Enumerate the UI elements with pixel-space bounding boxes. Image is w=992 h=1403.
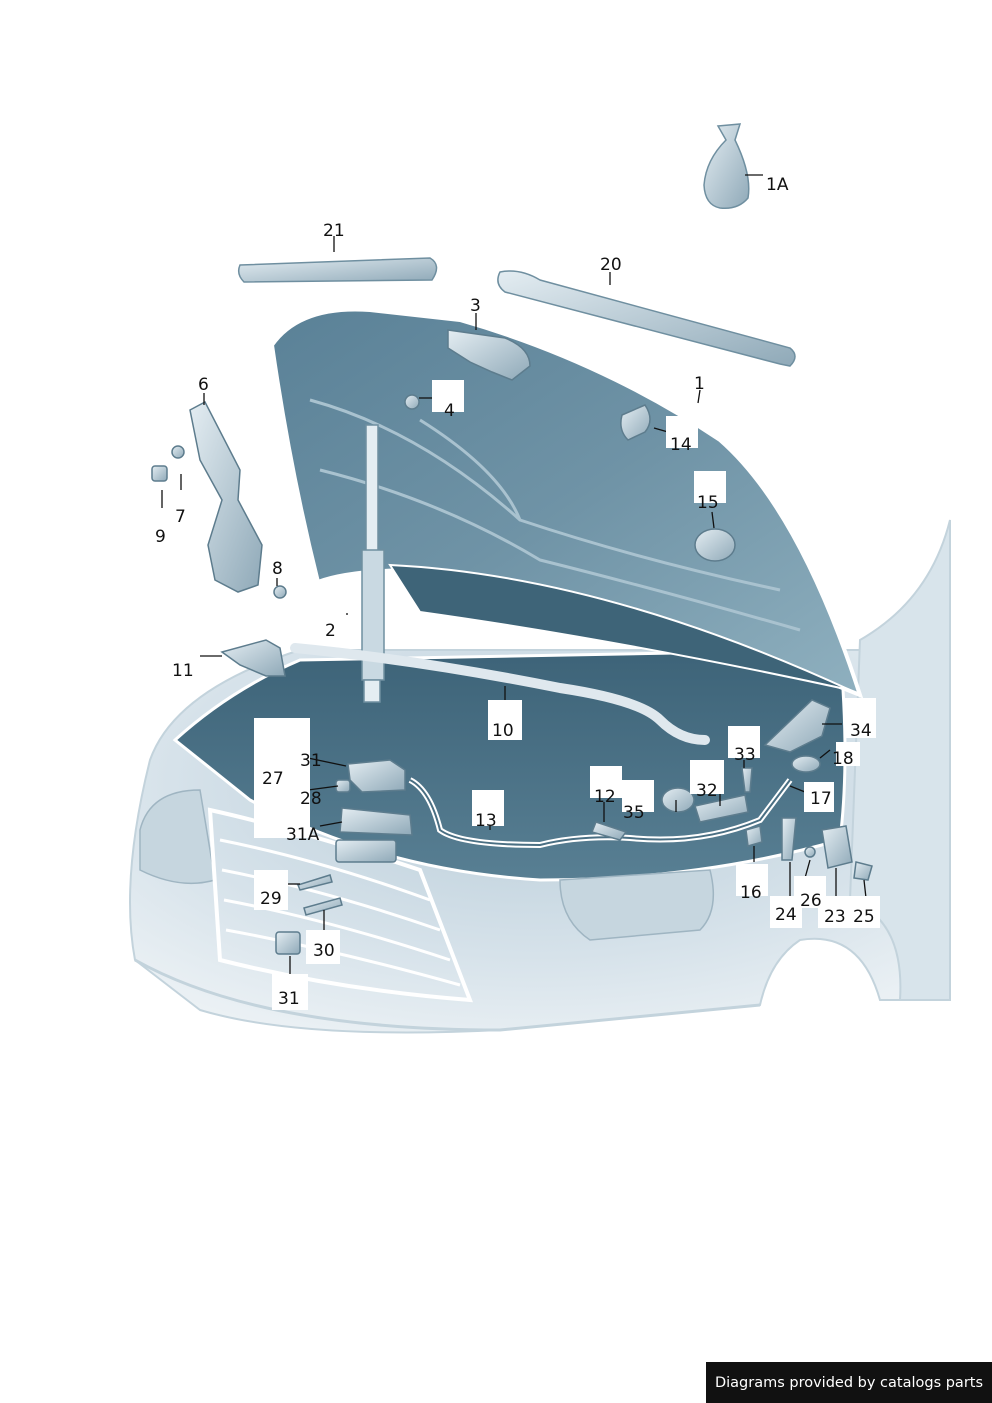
hardware-parts: [151, 329, 873, 955]
bonnet-rib-2: [319, 468, 801, 632]
callout-labels: 1A 21 20 3 1 4 14 6 7 9 15 8 2 11 10 34 …: [155, 175, 875, 1009]
bolt-part-7: [171, 445, 185, 459]
label-21: 21: [323, 221, 345, 241]
bolt-part-29: [297, 874, 333, 891]
label-8: 8: [272, 559, 283, 579]
label-20: 20: [600, 255, 622, 275]
hinge-part: [189, 400, 263, 593]
label-23: 23: [824, 907, 846, 927]
lock-part-31: [347, 759, 406, 793]
label-34: 34: [850, 721, 872, 741]
label-26: 26: [800, 891, 822, 911]
label-9: 9: [155, 527, 166, 547]
rod-part-24: [781, 817, 797, 861]
label-11: 11: [172, 661, 194, 681]
footer-credit: Diagrams provided by catalogs parts: [706, 1362, 992, 1403]
label-7: 7: [175, 507, 186, 527]
bonnet-rib-1: [309, 398, 781, 592]
label-33: 33: [734, 745, 756, 765]
label-16: 16: [740, 883, 762, 903]
bracket-part-31a: [339, 807, 413, 836]
bolt-part-8: [273, 585, 287, 599]
clip-part-31-lower: [275, 931, 301, 955]
seal-strip-10: [290, 643, 710, 745]
seal-strips: [237, 257, 796, 367]
bracket-part-27: [335, 839, 397, 863]
label-4: 4: [444, 401, 455, 421]
label-14: 14: [670, 435, 692, 455]
label-3: 3: [470, 296, 481, 316]
bolt-part-4: [404, 394, 420, 410]
headlight-right: [559, 869, 715, 941]
bag-part-1a: [703, 123, 750, 210]
bracket-part-34: [763, 699, 831, 753]
label-17: 17: [810, 789, 832, 809]
label-31a: 31A: [286, 825, 320, 845]
label-29: 29: [260, 889, 282, 909]
bonnet-underside: [269, 307, 864, 699]
label-28: 28: [300, 789, 322, 809]
bolt-part-26: [804, 846, 816, 858]
headlight-left: [139, 789, 216, 885]
label-6: 6: [198, 375, 209, 395]
label-backgrounds: [254, 380, 880, 1010]
label-18: 18: [832, 749, 854, 769]
seal-strip-20: [497, 270, 796, 367]
lower-bumper: [134, 958, 761, 1032]
bolt-part-30: [303, 897, 343, 916]
latch-part-3: [447, 329, 531, 381]
release-cable-core: [409, 779, 791, 847]
nut-part-9: [151, 465, 168, 482]
handle-part-12: [590, 821, 628, 841]
label-2: 2: [325, 621, 336, 641]
buffer-part-35: [661, 787, 695, 813]
bracket-part-32: [694, 794, 749, 823]
label-25: 25: [853, 907, 875, 927]
label-1: 1: [694, 374, 705, 394]
bonnet: [269, 307, 864, 699]
label-12: 12: [594, 787, 616, 807]
stopper-part-15: [694, 528, 736, 562]
switch-part-18: [791, 755, 821, 773]
label-1a: 1A: [766, 175, 789, 195]
seal-strip-21: [237, 257, 438, 283]
screw-part-33: [741, 767, 753, 793]
label-27: 27: [262, 769, 284, 789]
label-31-upper: 31: [300, 751, 322, 771]
label-32: 32: [696, 781, 718, 801]
bonnet-rib-3: [419, 418, 522, 521]
label-35: 35: [623, 803, 645, 823]
label-24: 24: [775, 905, 797, 925]
gas-strut: [361, 424, 385, 703]
bracket-part-11: [220, 639, 286, 677]
clip-part-25: [853, 861, 873, 881]
label-15: 15: [697, 493, 719, 513]
label-13: 13: [475, 811, 497, 831]
bonnet-panel-inner: [388, 563, 851, 691]
label-30: 30: [313, 941, 335, 961]
clip-part-16: [745, 825, 763, 847]
bolt-part-14: [620, 404, 651, 441]
label-31-lower: 31: [278, 989, 300, 1009]
cap-part-28: [335, 779, 351, 793]
bracket-part-23: [821, 825, 853, 869]
label-10: 10: [492, 721, 514, 741]
